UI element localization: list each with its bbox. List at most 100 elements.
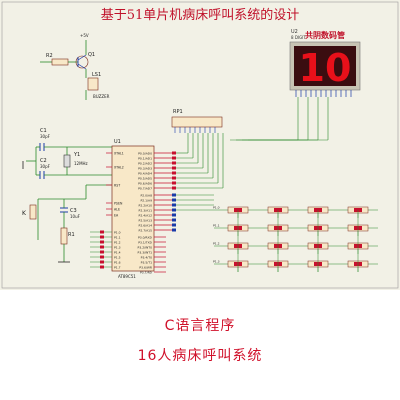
mcu-p1-marker [100,250,104,254]
mcu-pin-label: P1.3 [114,246,121,250]
c2-value: 30pF [40,164,51,169]
mcu-p0-marker [172,186,176,190]
keypad-row-label: P1.2 [213,242,220,246]
display-screen [294,46,356,86]
y1-value: 12MHz [74,161,88,166]
k-label: K [22,210,27,217]
buzzer-ls1 [87,77,99,91]
mcu-pin-label: P3.0/RXD [138,236,153,240]
mcu-pin-label: PSEN [114,202,123,206]
mcu-pin-label: RST [114,184,120,188]
rp1-pins [174,127,216,133]
mcu-pin-label: P0.0/AD0 [138,152,152,156]
mcu-pin-label: P0.3/AD3 [138,167,152,171]
transistor-q1 [75,55,89,69]
mcu-part: AT89C51 [118,274,136,279]
mcu-pin-label: P3.5/T1 [141,261,152,265]
mcu-port1-pins: P1.0P1.1P1.2P1.3P1.4P1.5P1.6P1.7 [90,230,121,270]
mcu-p1-marker [100,245,104,249]
reset-button-k [29,204,37,220]
reset-circuit: K C3 10uF R1 [22,184,112,263]
oscillator-circuit: C1 30pF C2 30pF Y1 12MHz [22,128,112,179]
mcu-pin-label: P0.6/AD6 [138,182,152,186]
mcu-body [111,145,155,272]
mcu-p2-marker [172,228,176,232]
rp1-body [171,116,223,128]
mcu-pin-label: P1.7 [114,266,121,270]
mcu-p0-marker [172,151,176,155]
mcu-p0-marker [172,156,176,160]
mcu-p2-marker [172,193,176,197]
display-digits: 10 [299,46,352,90]
keypad-row-label: P1.3 [213,260,220,264]
mcu-pin-label: P1.4 [114,251,121,255]
mcu-p1-marker [100,260,104,264]
mcu-p0-marker [172,171,176,175]
c3-value: 10uF [70,214,81,219]
mcu-p2-marker [172,213,176,217]
mcu-p2-marker [172,218,176,222]
mcu-p0-marker [172,166,176,170]
keypad-row-label: P1.0 [213,206,220,210]
schematic-canvas: U2 8 DIGIT 共阴数码管 10 R2 Q1 [0,0,400,290]
y1-label: Y1 [73,152,80,158]
mcu-pin-label: P0.5/AD5 [138,177,152,181]
caption-system: 16人病床呼叫系统 [137,348,263,364]
mcu-pin-label: P2.0/A8 [140,194,152,198]
q1-label: Q1 [88,52,95,58]
mcu-pin-label: EA [114,214,119,218]
c2-label: C2 [40,158,47,164]
schematic-title: 基于51单片机病床呼叫系统的设计 [100,8,300,23]
mcu-pin-label: P3.2/INT0 [138,246,153,250]
mcu-p1-marker [100,265,104,269]
mcu-p0-marker [172,181,176,185]
keypad-row-label: P1.1 [213,224,220,228]
resistor-r1 [60,227,68,245]
mcu-p2-marker [172,203,176,207]
mcu-pin-label: P1.0 [114,231,121,235]
crystal-y1 [63,154,71,168]
mcu-port0-pins: P0.0/AD0P0.1/AD1P0.2/AD2P0.3/AD3P0.4/AD4… [138,151,176,191]
mcu-p1-marker [100,255,104,259]
mcu-pin-label: P1.6 [114,261,121,265]
c1-value: 30pF [40,134,51,139]
mcu-pin-label: P2.6/A14 [139,224,153,228]
mcu-pin-label: P3.3/INT1 [138,251,153,255]
mcu-p1-marker [100,230,104,234]
mcu-port3-pins: P3.0/RXDP3.1/TXDP3.2/INT0P3.3/INT1P3.4/T… [138,236,166,275]
mcu-pin-label: P0.7/AD7 [138,187,152,191]
mcu-port2-pins: P2.0/A8P2.1/A9P2.2/A10P2.3/A11P2.4/A12P2… [139,193,176,233]
mcu-p1-marker [100,235,104,239]
mcu-pin-label: ALE [114,208,120,212]
bus-wires [176,97,329,211]
buzzer-label: BUZZER [93,94,110,99]
mcu-pin-label: P3.6/WR [139,266,152,270]
mcu-pin-label: P2.1/A9 [140,199,152,203]
buzzer-circuit: R2 Q1 +5V LS1 BUZZER [40,33,110,100]
mcu-pin-label: XTAL1 [114,152,124,156]
mcu-pin-label: P2.7/A15 [139,229,153,233]
mcu-pin-label: P3.7/RD [140,271,153,275]
c1-label: C1 [40,128,47,134]
mcu-pin-label: P0.1/AD1 [138,157,152,161]
mcu-pin-label: P1.5 [114,256,121,260]
mcu-pin-label: P2.5/A13 [139,219,153,223]
r2-label: R2 [46,53,53,59]
ls1-label: LS1 [92,72,101,78]
mcu-pin-label: P1.1 [114,236,121,240]
transistor-q1-leg [77,63,87,70]
display-label: 共阴数码管 [305,30,345,40]
mcu-pin-label: P0.2/AD2 [138,162,152,166]
mcu-pin-label: P2.2/A10 [139,204,153,208]
display-ref: U2 [291,29,298,35]
mcu-pin-label: P1.2 [114,241,121,245]
mcu-p2-marker [172,198,176,202]
r1-label: R1 [68,232,75,238]
mcu-pin-label: P3.4/T0 [141,256,152,260]
caption-language: C语言程序 [164,318,236,334]
keypad-matrix: P1.0P1.1P1.2P1.3 [213,206,378,272]
mcu-ref: U1 [114,139,121,145]
mcu-pin-label: P2.3/A11 [139,209,153,213]
